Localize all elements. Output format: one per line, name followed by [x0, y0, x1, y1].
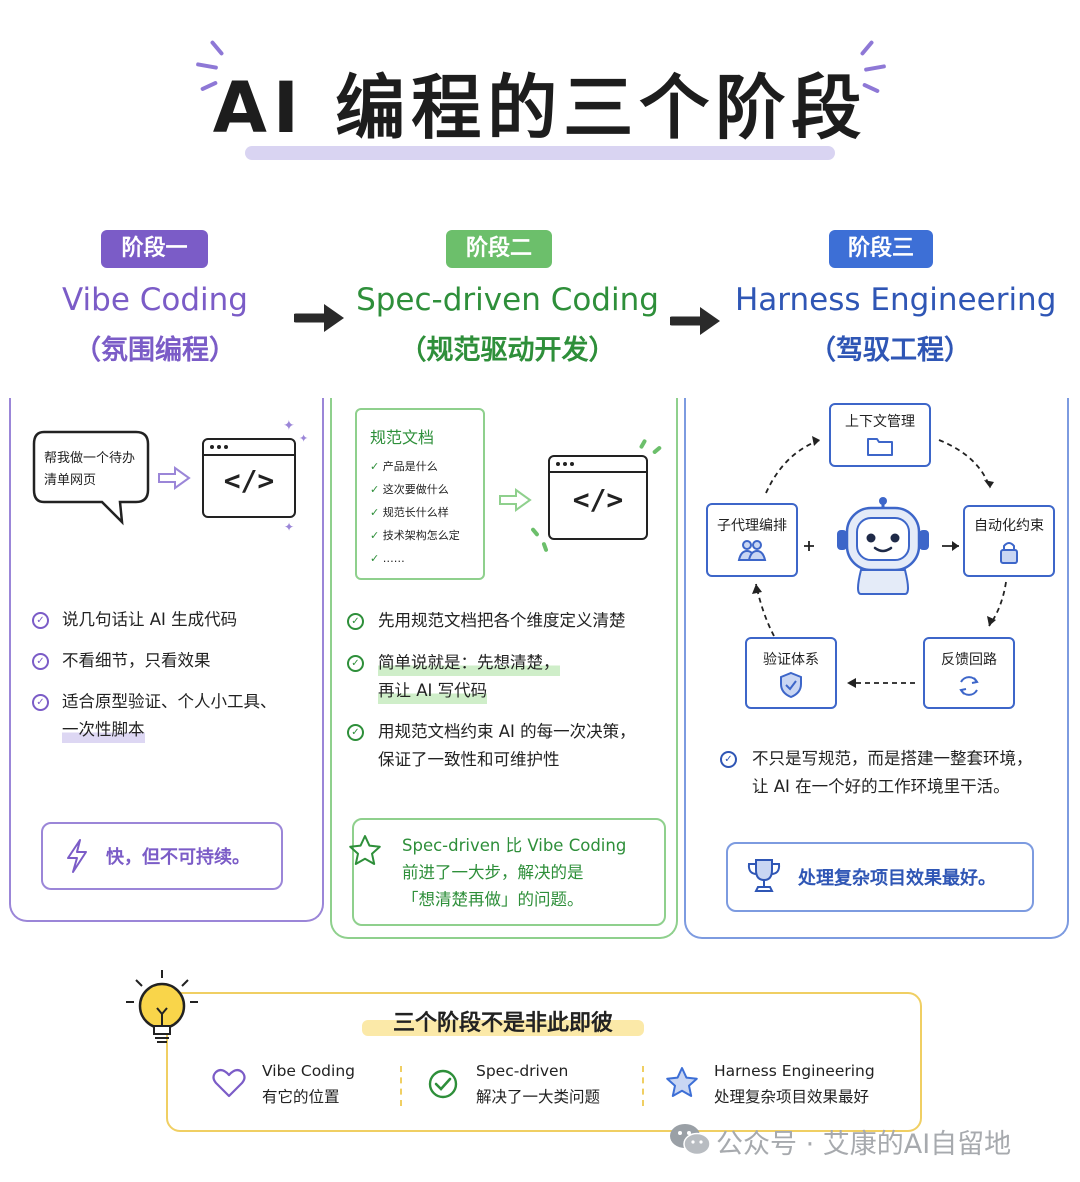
footer-item-line: 处理复杂项目效果最好	[714, 1088, 870, 1106]
footer-divider	[642, 1066, 644, 1106]
check-circle-icon: ✓	[347, 613, 364, 630]
heart-icon	[212, 1068, 246, 1098]
node-label: 自动化约束	[974, 518, 1044, 534]
node-verification-system: 验证体系	[745, 637, 837, 709]
footer-item-line: Vibe Coding	[262, 1062, 355, 1080]
refresh-icon	[959, 676, 979, 696]
stage2-point-4: 用规范文档约束 AI 的每一次决策，	[378, 722, 636, 741]
code-window: </>	[202, 438, 296, 518]
stage2-point-5: 保证了一致性和可维护性	[378, 750, 560, 769]
check-circle-icon: ✓	[32, 612, 49, 629]
hollow-arrow-icon	[499, 488, 532, 512]
stage3-subtitle: （驾驭工程）	[809, 335, 971, 366]
cycle-arrows	[752, 436, 1007, 688]
stage1-name: Vibe Coding	[62, 282, 248, 318]
check-circle-icon: ✓	[32, 653, 49, 670]
code-glyph: </>	[223, 464, 275, 497]
stage1-panel	[9, 398, 324, 922]
footer-item-2: Spec-driven 解决了一大类问题	[476, 1058, 600, 1110]
stage2-callout-line: Spec-driven 比 Vibe Coding	[402, 836, 627, 855]
chat-bubble	[32, 430, 150, 526]
node-auto-constraints: 自动化约束	[963, 505, 1055, 577]
stage2-point-3: 再让 AI 写代码	[378, 677, 488, 704]
footer-item-line: 有它的位置	[262, 1088, 340, 1106]
footer-item-3: Harness Engineering 处理复杂项目效果最好	[714, 1058, 875, 1110]
trophy-icon	[747, 859, 781, 892]
spec-doc-item-text: 技术架构怎么定	[382, 529, 460, 542]
check-circle-icon: ✓	[720, 751, 737, 768]
check-circle-icon: ✓	[32, 694, 49, 711]
stage1-badge: 阶段一	[101, 230, 208, 268]
check-circle-icon: ✓	[347, 724, 364, 741]
stage3-badge: 阶段三	[829, 230, 933, 268]
stage2-name: Spec-driven Coding	[356, 282, 659, 318]
hollow-arrow-icon	[158, 466, 191, 490]
check-circle-icon: ✓	[347, 655, 364, 672]
spec-document	[355, 408, 485, 580]
spec-doc-item-text: 这次要做什么	[382, 483, 449, 496]
node-label: 验证体系	[763, 652, 819, 668]
spec-doc-item-text: 产品是什么	[382, 460, 438, 473]
watermark: 公众号 · 艾康的AI自留地	[716, 1129, 1012, 1160]
arrow-right-icon	[294, 304, 344, 332]
folder-icon	[867, 438, 893, 456]
title-underline	[245, 146, 835, 160]
star-icon	[349, 835, 381, 865]
code-window: </>	[548, 455, 648, 540]
lightning-icon	[67, 839, 87, 873]
spec-doc-item-text: 规范长什么样	[382, 506, 449, 519]
spec-doc-item: ✓ 产品是什么 ✓ 这次要做什么 ✓ 规范长什么样 ✓ 技术架构怎么定 ✓ ……	[370, 460, 460, 565]
stage2-callout-text: Spec-driven 比 Vibe Coding 前进了一大步，解决的是 「想…	[402, 832, 626, 913]
stage1-subtitle: （氛围编程）	[74, 335, 236, 366]
users-icon	[737, 540, 767, 561]
stage2-badge: 阶段二	[446, 230, 552, 268]
footer-item-line: Harness Engineering	[714, 1062, 875, 1080]
stage1-point-2: 不看细节，只看效果	[62, 651, 211, 670]
stage1-point-1: 说几句话让 AI 生成代码	[62, 610, 238, 629]
stage3-callout	[726, 842, 1034, 912]
star-icon	[666, 1067, 698, 1097]
stage1-point-4: 一次性脚本	[62, 716, 145, 743]
stage1-callout-text: 快，但不可持续。	[106, 847, 250, 868]
stage2-point-2: 简单说就是：先想清楚，	[378, 649, 560, 676]
footer-box	[166, 992, 922, 1132]
chat-bubble-text: 帮我做一个待办清单网页	[44, 451, 136, 488]
node-feedback-loop: 反馈回路	[923, 637, 1015, 709]
stage2-callout-line: 「想清楚再做」的问题。	[402, 890, 584, 909]
stage3-callout-text: 处理复杂项目效果最好。	[798, 868, 996, 889]
footer-item-line: Spec-driven	[476, 1062, 569, 1080]
stage3-point-2: 让 AI 在一个好的工作环境里干活。	[752, 777, 1010, 796]
stage2-callout-line: 前进了一大步，解决的是	[402, 863, 584, 882]
node-subagent-orchestration: 子代理编排	[706, 503, 798, 577]
code-glyph: </>	[572, 483, 624, 516]
footer-title-highlight	[362, 1020, 644, 1036]
footer-title: 三个阶段不是非此即彼	[392, 1011, 613, 1036]
node-label: 子代理编排	[717, 518, 787, 534]
robot-icon	[837, 497, 929, 595]
node-label: 反馈回路	[941, 652, 997, 668]
check-circle-icon	[428, 1069, 458, 1099]
node-context-management: 上下文管理	[829, 403, 931, 467]
lightbulb-icon	[126, 970, 198, 1043]
stage2-panel	[330, 398, 678, 939]
node-label: 上下文管理	[845, 414, 915, 430]
page-title: AI 编程的三个阶段	[212, 67, 868, 149]
footer-divider	[400, 1066, 402, 1106]
stage3-panel	[684, 398, 1069, 939]
arrow-right-icon	[670, 307, 720, 335]
shield-icon	[780, 671, 802, 699]
spec-document-title: 规范文档	[370, 428, 435, 447]
spec-doc-item-text: ……	[382, 552, 405, 565]
lock-icon	[1000, 542, 1018, 564]
footer-item-1: Vibe Coding 有它的位置	[262, 1058, 355, 1110]
stage2-point-1: 先用规范文档把各个维度定义清楚	[378, 611, 626, 630]
wechat-icon	[670, 1124, 711, 1156]
stage2-subtitle: （规范驱动开发）	[399, 335, 616, 366]
stage3-name: Harness Engineering	[735, 282, 1057, 318]
footer-item-line: 解决了一大类问题	[476, 1088, 601, 1106]
stage3-point-1: 不只是写规范，而是搭建一整套环境，	[752, 749, 1033, 768]
stage2-callout	[352, 818, 666, 926]
stage1-point-3: 适合原型验证、个人小工具、	[62, 692, 277, 711]
stage1-callout	[41, 822, 283, 890]
